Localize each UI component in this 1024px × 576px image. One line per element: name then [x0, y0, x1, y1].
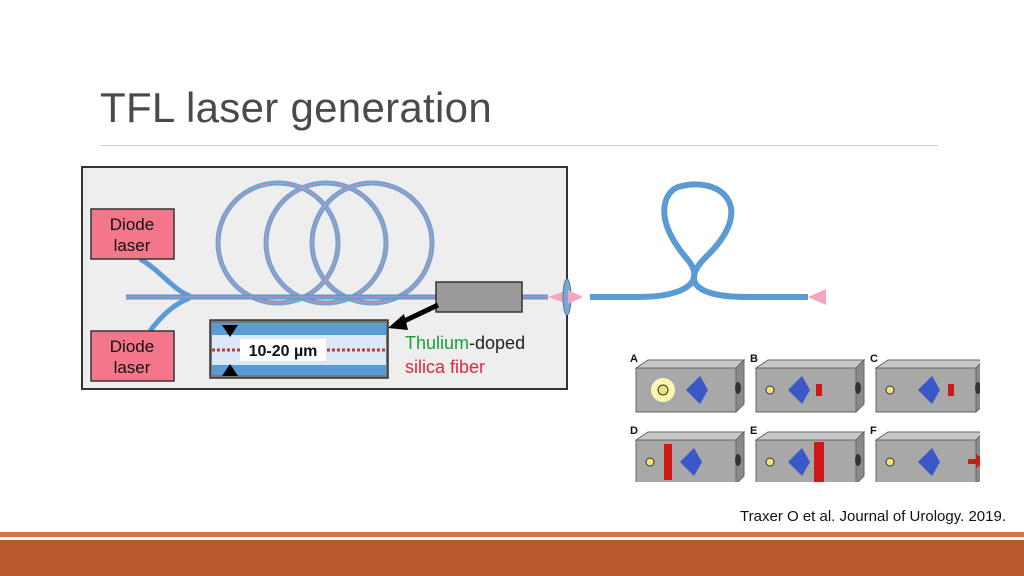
- slide-title: TFL laser generation: [100, 84, 492, 131]
- grating-block: [435, 281, 523, 313]
- diode-bottom-label-2: laser: [114, 358, 151, 377]
- diode-bottom-label-1: Diode: [110, 337, 154, 356]
- panel-b: B: [750, 353, 866, 414]
- output-beam-cone: [808, 289, 826, 305]
- fiber-cross-section: 10-20 µm: [209, 319, 389, 379]
- delivery-fiber: [590, 181, 808, 300]
- panel-f: F: [870, 425, 980, 482]
- callout-arrow: [398, 302, 440, 326]
- panel-b-label: B: [750, 353, 758, 365]
- panel-a-label: A: [630, 353, 638, 365]
- svg-text:Thulium-doped: Thulium-doped: [405, 333, 525, 353]
- diode-top-label-2: laser: [114, 236, 151, 255]
- panel-f-label: F: [870, 425, 877, 437]
- citation-text: Traxer O et al. Journal of Urology. 2019…: [740, 508, 1006, 525]
- doped-label: -doped: [469, 333, 525, 353]
- panel-d: D: [630, 425, 746, 482]
- thulium-label: Thulium: [405, 333, 469, 353]
- tfl-diagram: Diode laser Diode laser 10-20 µm Thulium…: [81, 166, 826, 390]
- panel-d-label: D: [630, 425, 638, 437]
- silica-fiber-label: silica fiber: [405, 357, 485, 377]
- footer-band: [0, 540, 1024, 576]
- panel-c-label: C: [870, 353, 878, 365]
- pump-fiber-top: [138, 256, 191, 299]
- panel-c: C: [870, 353, 980, 414]
- laser-panels-figure: A B C D E: [630, 353, 980, 482]
- diode-laser-bottom: Diode laser: [90, 330, 175, 382]
- panel-e: E: [750, 425, 866, 482]
- core-size-label: 10-20 µm: [249, 343, 318, 360]
- diode-top-label-1: Diode: [110, 215, 154, 234]
- footer-accent-line: [0, 532, 1024, 537]
- panel-a: A: [630, 353, 746, 414]
- diode-laser-top: Diode laser: [90, 208, 175, 260]
- panel-e-label: E: [750, 425, 757, 437]
- title-divider: [100, 145, 938, 146]
